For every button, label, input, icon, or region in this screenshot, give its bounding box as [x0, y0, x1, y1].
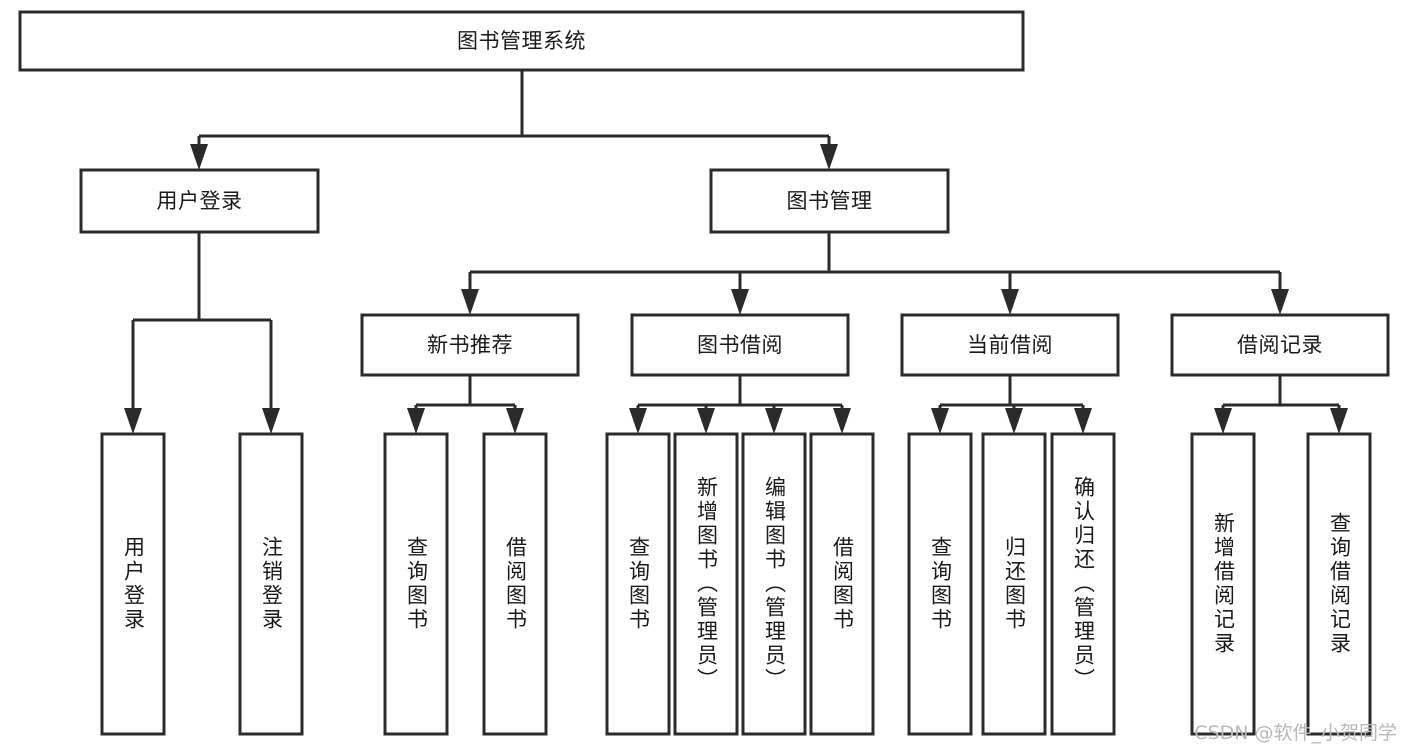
arrow-head-icon [1271, 289, 1289, 315]
node-box-l4-query-book-c[interactable] [907, 432, 973, 736]
node-box-l4-confirm-return-admin[interactable] [1050, 432, 1116, 736]
node-label-l3-book-borrow: 图书借阅 [697, 333, 783, 357]
node-box-l4-query-book-b[interactable] [605, 432, 671, 736]
node-box-l4-query-book-a[interactable] [383, 432, 449, 736]
edge-group-new-book-split [407, 375, 524, 434]
node-box-l3-borrow-record[interactable] [1170, 313, 1390, 377]
node-box-root[interactable] [18, 10, 1025, 72]
edge-group-book-borrow-split [629, 375, 851, 434]
node-label-l3-borrow-record: 借阅记录 [1237, 333, 1323, 357]
node-label-root: 图书管理系统 [457, 29, 586, 53]
arrow-head-icon [1001, 289, 1019, 315]
node-box-l4-borrow-book-b[interactable] [809, 432, 875, 736]
node-label-l3-new-book-rec: 新书推荐 [427, 333, 513, 357]
arrow-head-icon [820, 144, 838, 170]
arrow-head-icon [407, 408, 425, 434]
node-label-l2-user-login: 用户登录 [157, 189, 243, 213]
arrow-head-icon [1005, 408, 1023, 434]
edges-layer [124, 70, 1348, 434]
arrow-head-icon [629, 408, 647, 434]
node-box-l4-user-login[interactable] [100, 432, 166, 736]
arrow-head-icon [1330, 408, 1348, 434]
arrow-head-icon [697, 408, 715, 434]
arrow-head-icon [506, 408, 524, 434]
node-box-l3-new-book-rec[interactable] [360, 313, 580, 377]
arrow-head-icon [765, 408, 783, 434]
arrow-head-icon [731, 289, 749, 315]
node-box-l4-borrow-book-a[interactable] [482, 432, 548, 736]
node-label-l3-current-borrow: 当前借阅 [967, 333, 1053, 357]
node-box-l4-logout[interactable] [238, 432, 304, 736]
arrow-head-icon [461, 289, 479, 315]
arrow-head-icon [124, 408, 142, 434]
node-box-l4-edit-book-admin[interactable] [741, 432, 807, 736]
arrow-head-icon [1074, 408, 1092, 434]
csdn-watermark: CSDN @软件_小贺同学 [1194, 722, 1397, 744]
node-box-l4-add-book-admin[interactable] [673, 432, 739, 736]
arrow-head-icon [833, 408, 851, 434]
arrow-head-icon [931, 408, 949, 434]
edge-group-book-manage-split [461, 232, 1289, 315]
nodes-layer [18, 10, 1390, 736]
node-label-l2-book-manage: 图书管理 [787, 189, 873, 213]
node-box-l4-add-borrow-record[interactable] [1190, 432, 1256, 736]
node-box-l4-return-book[interactable] [981, 432, 1047, 736]
arrow-head-icon [262, 408, 280, 434]
node-box-l3-book-borrow[interactable] [630, 313, 850, 377]
node-box-l3-current-borrow[interactable] [900, 313, 1120, 377]
edge-group-user-login-split [124, 232, 280, 434]
edge-group-root-split [190, 70, 838, 170]
arrow-head-icon [190, 144, 208, 170]
node-box-l2-book-manage[interactable] [709, 168, 950, 234]
edge-group-current-borrow-split [931, 375, 1092, 434]
edge-group-borrow-record-split [1214, 375, 1348, 434]
arrow-head-icon [1214, 408, 1232, 434]
node-box-l2-user-login[interactable] [79, 168, 320, 234]
node-box-l4-query-borrow-record[interactable] [1306, 432, 1372, 736]
